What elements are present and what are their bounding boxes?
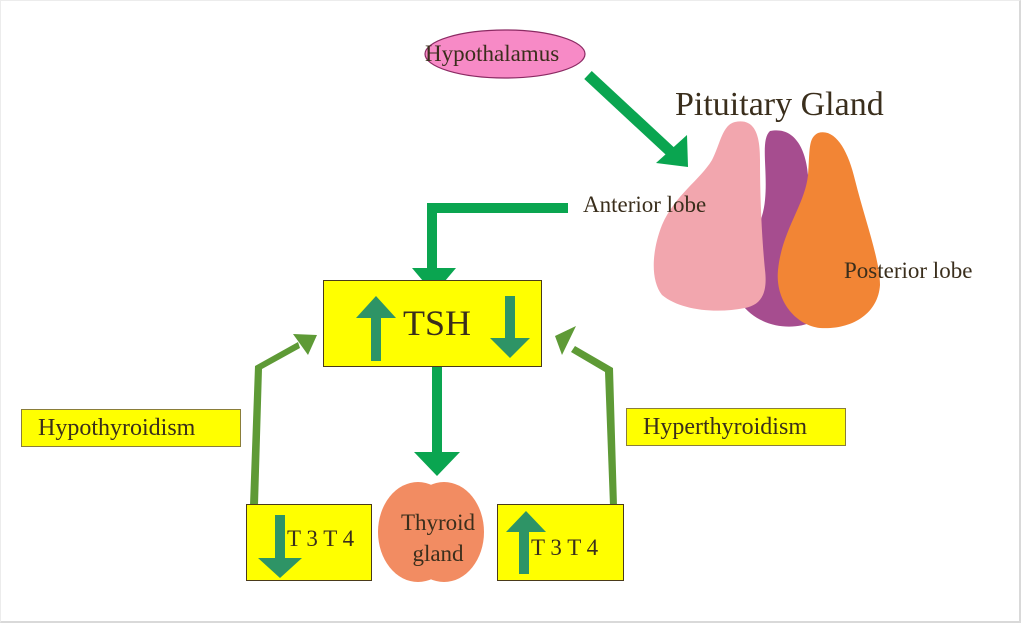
hypothalamus-to-pituitary-arrow (584, 70, 688, 167)
t3t4-low-box (246, 504, 372, 581)
pituitary-gland-title: Pituitary Gland (675, 86, 884, 123)
thyroid-label-line1: Thyroid (400, 510, 476, 535)
hyperthyroidism-box (626, 408, 846, 446)
anterior-lobe-label: Anterior lobe (583, 192, 707, 217)
posterior-lobe-label: Posterior lobe (844, 258, 973, 283)
hypothyroidism-feedback-arrow (250, 334, 317, 505)
hyperthyroidism-label: Hyperthyroidism (643, 414, 807, 440)
t3t4-high-label: T 3 T 4 (531, 535, 599, 560)
hyperthyroidism-feedback-arrow (555, 326, 617, 506)
thyroid-gland-label: Thyroid gland (390, 507, 486, 569)
thyroid-gland-node (378, 482, 484, 582)
anterior-lobe-shape (653, 121, 766, 311)
tsh-label: TSH (403, 303, 472, 343)
hypothalamus-label: Hypothalamus (425, 41, 560, 66)
hypothyroidism-label: Hypothyroidism (38, 415, 196, 441)
hypothyroidism-box (21, 409, 241, 447)
hypothalamus-node (424, 29, 586, 79)
t3t4-low-label: T 3 T 4 (287, 526, 355, 551)
posterior-lobe-shape (777, 132, 880, 329)
thyroid-label-line2: gland (412, 541, 464, 566)
